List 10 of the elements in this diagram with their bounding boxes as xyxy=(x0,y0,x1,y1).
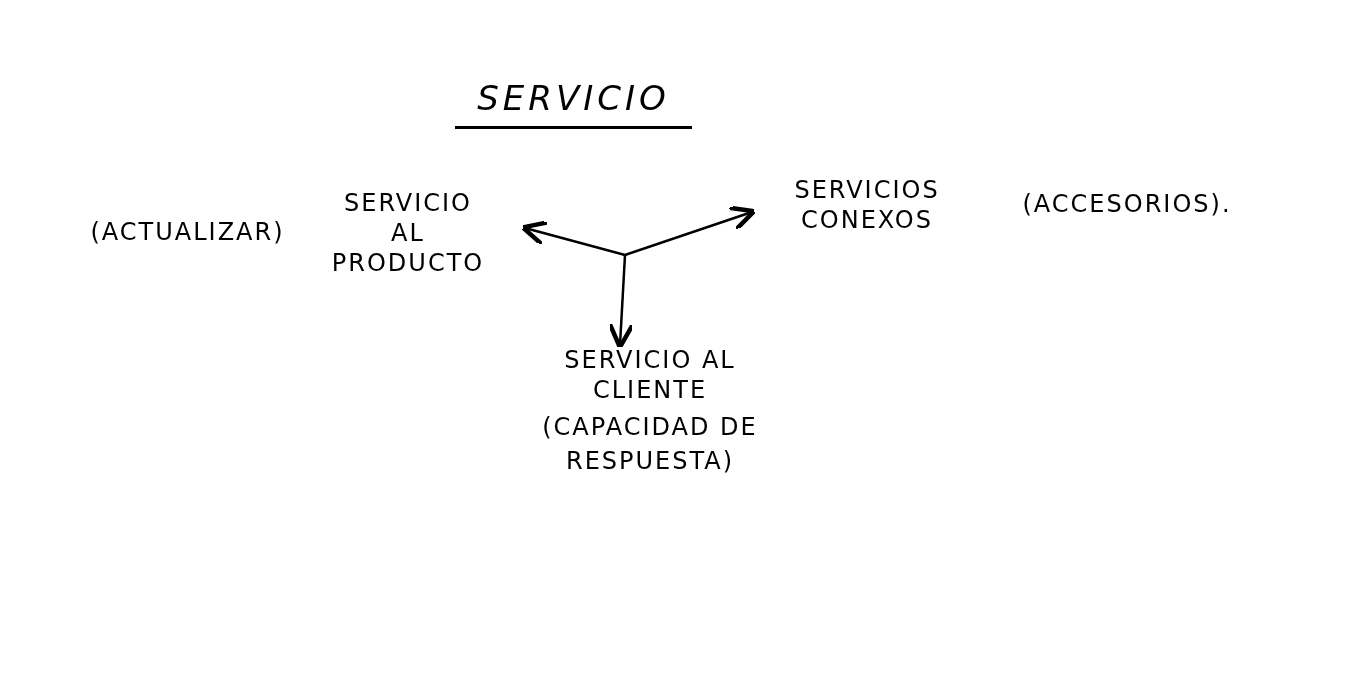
note-text: (CAPACIDAD DE RESPUESTA) xyxy=(541,412,759,477)
title: SERVICIO xyxy=(455,78,692,129)
node-label: SERVICIO AL CLIENTE xyxy=(563,345,737,405)
arrow xyxy=(607,254,635,350)
note-text: (ACTUALIZAR) xyxy=(89,217,286,249)
arrow xyxy=(624,205,757,257)
arrow xyxy=(520,220,626,257)
node-label: SERVICIO AL PRODUCTO xyxy=(330,188,486,278)
note-text: (ACCESORIOS). xyxy=(1021,189,1233,221)
node-label: SERVICIOS CONEXOS xyxy=(793,175,941,235)
